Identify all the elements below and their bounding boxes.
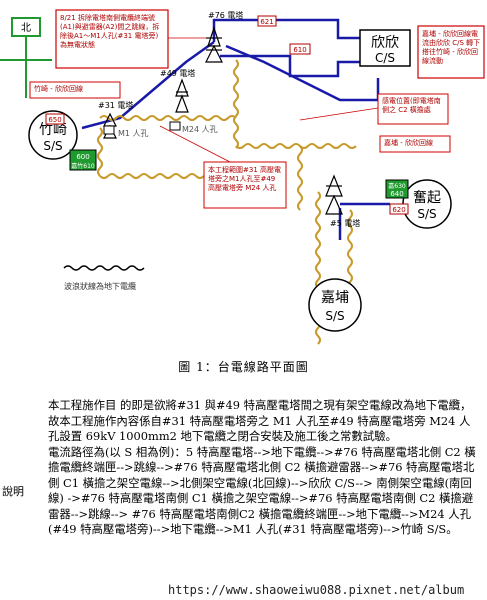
svg-text:600: 600 xyxy=(76,153,89,161)
station-fenqi-name: 奮起 xyxy=(413,190,441,206)
note4-box xyxy=(377,93,449,125)
manhole-m1 xyxy=(103,125,115,135)
svg-text:650: 650 xyxy=(48,116,61,124)
station-jiabu: 嘉埔 S/S xyxy=(308,278,362,332)
station-jiabu-name: 嘉埔 xyxy=(321,290,349,306)
tag-610: 610 xyxy=(289,43,311,55)
watermark-url: https://www.shaoweiwu088.pixnet.net/albu… xyxy=(168,583,465,597)
station-zhuqi-code: S/S xyxy=(43,139,62,153)
note6: 本工程範圍#31 高壓電塔旁之M1人孔至#49 高壓電塔旁 M24 人孔 xyxy=(208,166,281,192)
manhole-m24 xyxy=(169,121,181,131)
tower-5 xyxy=(325,174,343,215)
manhole-m24-label: M24 人孔 xyxy=(182,125,218,134)
north-indicator: 北 xyxy=(0,17,52,98)
tag-650: 650 xyxy=(45,113,65,125)
tower-31-label: #31 電塔 xyxy=(98,100,133,110)
manhole-m1-label: M1 人孔 xyxy=(118,129,149,138)
power-line-diagram: 北 #76 電塔 #49 電塔 #31 電塔 xyxy=(0,9,485,345)
svg-text:620: 620 xyxy=(392,206,405,214)
note3: 竹崎 - 欣欣回線 xyxy=(34,85,83,93)
station-jiabu-code: S/S xyxy=(325,309,344,323)
note5: 嘉埔 - 欣欣回線 xyxy=(384,139,433,147)
tower-5-label: #5 電塔 xyxy=(330,218,360,228)
note1-box xyxy=(55,9,169,69)
description-paragraph-1: 本工程施作目 的即是欲將#31 與#49 特高壓電塔間之現有架空電線改為地下電纜… xyxy=(48,398,472,443)
svg-text:610: 610 xyxy=(293,46,306,54)
tower-76-label: #76 電塔 xyxy=(208,10,243,20)
note6-box xyxy=(203,161,287,209)
station-fenqi: 奮起 S/S xyxy=(402,179,452,229)
tower-49 xyxy=(175,78,189,113)
tower-49-label: #49 電塔 xyxy=(160,68,195,78)
north-label: 北 xyxy=(21,22,31,34)
station-xinxin: 欣欣 C/S xyxy=(359,29,411,67)
station-zhuqi: 竹崎 S/S xyxy=(28,110,78,160)
tower-76 xyxy=(205,26,223,63)
leader-lines xyxy=(159,37,379,163)
station-xinxin-name: 欣欣 xyxy=(371,35,399,51)
note3-box xyxy=(29,81,121,99)
description-paragraph-2: 電流路徑為(以 S 相為例)：5 特高壓電塔-->地下電纜-->#76 特高壓電… xyxy=(48,444,476,537)
station-xinxin-code: C/S xyxy=(375,51,395,65)
description-label: 說明 xyxy=(2,485,24,498)
figure-title: 圖 1：台電線路平面圖 xyxy=(178,360,309,374)
description: 本工程施作目 的即是欲將#31 與#49 特高壓電塔間之現有架空電線改為地下電纜… xyxy=(48,398,478,538)
tag-600: 600 嘉竹610 xyxy=(69,149,97,171)
tag-621: 621 xyxy=(257,15,277,27)
tag-630-640: 嘉630 640 xyxy=(385,179,409,199)
note4: 感電位置(即電塔南側之 C2 橫擔處 xyxy=(382,97,441,114)
note5-box xyxy=(379,135,451,153)
note1: 8/21 拆除電塔南側電纜終端號(A1)與避雷器(A2)間之跳線，拆除後A1～M… xyxy=(60,14,160,49)
tag-620: 620 xyxy=(389,203,409,215)
note2: 嘉埔 - 欣欣回線電流由欣欣 C/S 轉下搭往竹崎 - 欣欣回線流動 xyxy=(422,30,481,65)
svg-text:640: 640 xyxy=(390,190,403,198)
svg-text:621: 621 xyxy=(260,18,273,26)
svg-text:嘉630: 嘉630 xyxy=(388,182,406,190)
note2-box xyxy=(417,25,485,79)
svg-text:嘉竹610: 嘉竹610 xyxy=(71,162,95,170)
station-zhuqi-name: 竹崎 xyxy=(39,122,67,138)
station-fenqi-code: S/S xyxy=(417,207,436,221)
legend-text: 波浪狀線為地下電纜 xyxy=(64,282,136,291)
